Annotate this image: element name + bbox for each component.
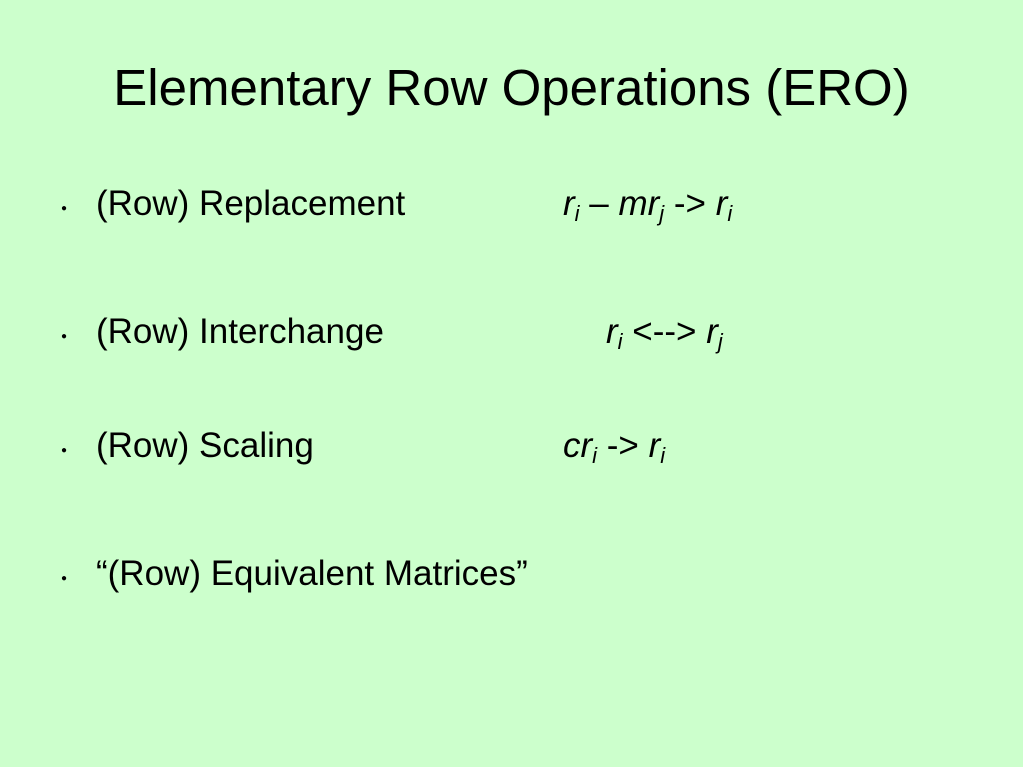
formula-operator: -> [597, 426, 649, 465]
formula-operator: <--> [622, 312, 707, 351]
formula-operator: – [579, 184, 619, 223]
item-formula: ri – mrj -> ri [563, 184, 732, 225]
formula-subscript: j [717, 329, 723, 354]
formula-subscript: j [659, 201, 665, 226]
formula-subscript: i [574, 201, 580, 226]
formula-variable: mr [618, 184, 660, 223]
formula-subscript: i [592, 443, 598, 468]
formula-operator: -> [664, 184, 716, 223]
formula-subscript: i [660, 443, 666, 468]
item-formula: ri <--> rj [606, 312, 723, 353]
bullet-icon: ● [61, 331, 68, 342]
formula-variable: r [715, 184, 728, 223]
formula-variable: r [648, 426, 661, 465]
formula-variable: r [606, 312, 618, 351]
item-label: (Row) Replacement [96, 184, 406, 223]
item-label: “(Row) Equivalent Matrices” [96, 554, 528, 593]
item-label: (Row) Scaling [96, 426, 314, 465]
formula-variable: r [706, 312, 718, 351]
formula-subscript: i [617, 329, 623, 354]
bullet-icon: ● [61, 445, 68, 456]
formula-variable: r [563, 184, 575, 223]
item-label: (Row) Interchange [96, 312, 384, 351]
item-formula: cri -> ri [563, 426, 665, 467]
bullet-icon: ● [61, 203, 68, 214]
bullet-icon: ● [61, 573, 68, 584]
slide-title: Elementary Row Operations (ERO) [113, 59, 910, 116]
formula-subscript: i [727, 201, 733, 226]
formula-variable: cr [563, 426, 593, 465]
